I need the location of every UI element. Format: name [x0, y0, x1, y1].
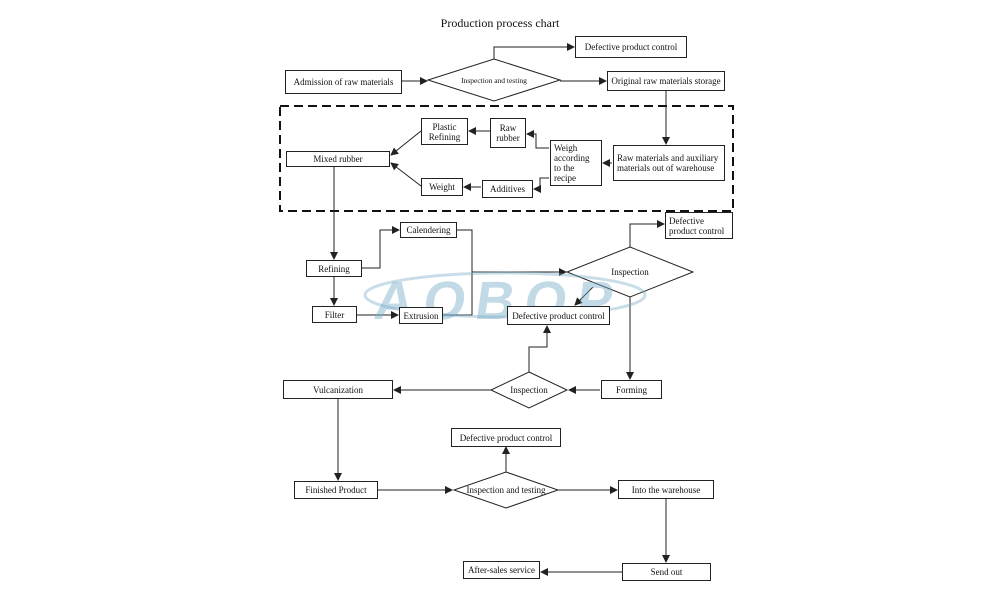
original-storage-box: Original raw materials storage — [607, 71, 725, 91]
defective-top-box: Defective product control — [575, 36, 687, 58]
plastic-refining-box: Plastic Refining — [421, 118, 468, 145]
arrow-weigh-to-additives — [533, 177, 549, 193]
raw-aux-out-box: Raw materials and auxiliary materials ou… — [613, 145, 725, 181]
forming-box: Forming — [601, 380, 662, 399]
finished-product-box: Finished Product — [294, 481, 378, 499]
arrow-plastic-to-mixed — [390, 130, 422, 156]
arrow-inspection-to-defective-top — [493, 43, 575, 59]
arrow-weight-to-mixed — [390, 162, 422, 187]
inspection-low-label: Inspection — [510, 385, 548, 395]
line-extrusion-to-inspection — [443, 272, 473, 316]
defective-bottom-box: Defective product control — [451, 428, 561, 447]
mixed-rubber-box: Mixed rubber — [286, 151, 390, 167]
extrusion-box: Extrusion — [399, 307, 443, 324]
line-calendering-to-inspection — [457, 229, 473, 272]
admission-box: Admission of raw materials — [285, 70, 402, 94]
after-sales-box: After-sales service — [463, 561, 540, 579]
chart-title: Production process chart — [440, 16, 560, 30]
filter-box: Filter — [312, 306, 357, 323]
arrow-inspection-to-defective-right — [629, 220, 665, 247]
mixing-group-dashed-frame — [279, 105, 734, 212]
arrow-inspection-low-to-defective-mid — [528, 325, 551, 372]
inspection-testing-top-diamond — [426, 58, 562, 102]
vulcanization-box: Vulcanization — [283, 380, 393, 399]
inspection-testing-bottom-diamond — [452, 471, 560, 509]
inspection-testing-top-label: Inspection and testing — [461, 76, 527, 85]
weigh-recipe-box: Weigh according to the recipe — [550, 140, 602, 186]
arrow-refining-to-calendering — [362, 226, 400, 269]
defective-mid-box: Defective product control — [507, 306, 610, 325]
into-warehouse-box: Into the warehouse — [618, 480, 714, 499]
inspection-testing-bottom-label: Inspection and testing — [466, 485, 546, 495]
weight-box: Weight — [421, 178, 463, 196]
defective-right-box: Defective product control — [665, 212, 733, 239]
arrow-weigh-to-raw-rubber — [526, 130, 549, 149]
calendering-box: Calendering — [400, 222, 457, 238]
raw-rubber-box: Raw rubber — [490, 118, 526, 148]
additives-box: Additives — [482, 180, 533, 198]
inspection-mid-label: Inspection — [611, 267, 649, 277]
send-out-box: Send out — [622, 563, 711, 581]
inspection-low-diamond — [489, 371, 569, 409]
arrow-inspection-to-defective-mid — [574, 286, 594, 306]
refining-box: Refining — [306, 260, 362, 277]
